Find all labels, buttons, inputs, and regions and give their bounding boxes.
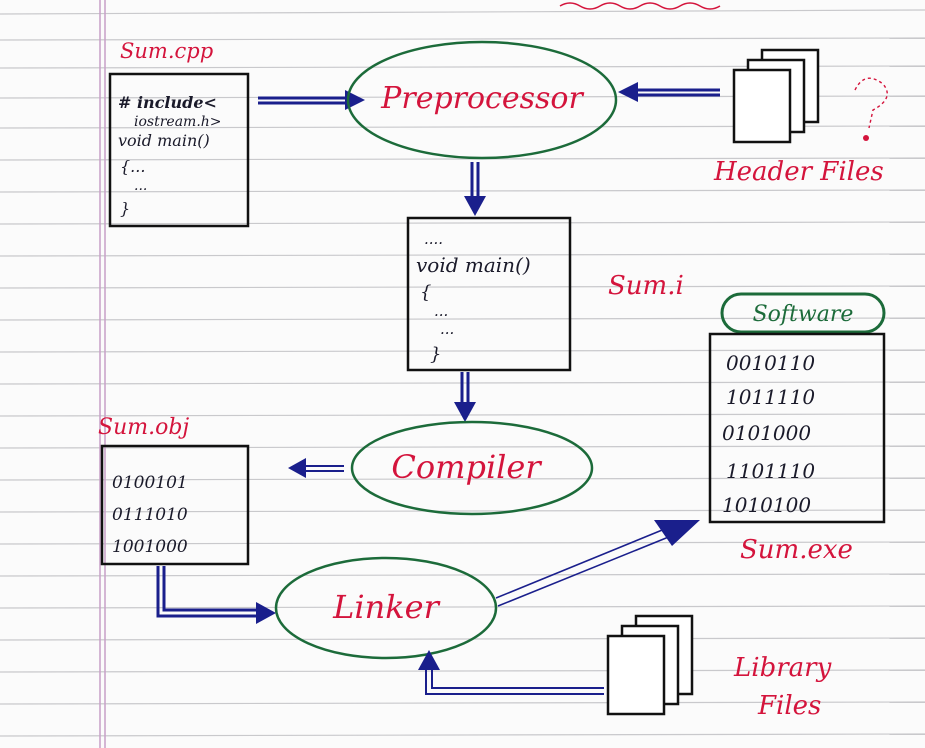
arrow-source-to-preprocessor bbox=[258, 96, 348, 105]
executable-file-label: Sum.exe bbox=[740, 535, 853, 565]
object-binary-line: 0100101 bbox=[112, 473, 188, 493]
compiler-node bbox=[350, 420, 594, 516]
source-code-line: void main() bbox=[118, 131, 210, 150]
intermediate-code-line: } bbox=[430, 344, 441, 365]
arrow-object-to-linker bbox=[156, 566, 258, 618]
executable-binary-line: 0010110 bbox=[726, 351, 815, 375]
arrowhead bbox=[345, 90, 365, 110]
object-file-box bbox=[100, 444, 250, 566]
arrowhead bbox=[454, 402, 476, 422]
arrowhead bbox=[288, 458, 306, 478]
source-code-line: ... bbox=[134, 178, 147, 194]
intermediate-code-line: void main() bbox=[416, 253, 531, 277]
preprocessor-node bbox=[346, 40, 618, 160]
arrowhead bbox=[618, 82, 638, 102]
library-files-stack bbox=[606, 614, 694, 716]
intermediate-code-line: { bbox=[420, 282, 431, 303]
source-code-line: # include< bbox=[118, 93, 217, 112]
intermediate-file-label: Sum.i bbox=[608, 271, 684, 301]
header-files-label: Header Files bbox=[713, 157, 884, 187]
arrowhead bbox=[418, 650, 440, 670]
source-file-label: Sum.cpp bbox=[120, 39, 213, 63]
arrow-intermediate-to-compiler bbox=[460, 372, 470, 404]
arrowhead bbox=[464, 196, 486, 216]
software-tag bbox=[720, 292, 886, 334]
arrow-library-to-linker bbox=[425, 668, 604, 695]
question-dot bbox=[863, 135, 869, 141]
linker-node bbox=[274, 556, 498, 660]
source-code-line: } bbox=[120, 199, 130, 218]
arrow-preprocessor-to-intermediate bbox=[470, 162, 480, 198]
executable-file-box bbox=[708, 332, 886, 524]
object-binary-line: 0111010 bbox=[112, 505, 188, 525]
executable-binary-line: 1101110 bbox=[726, 459, 815, 483]
executable-binary-line: 1010100 bbox=[722, 493, 811, 517]
arrow-compiler-to-object bbox=[304, 465, 344, 472]
arrow-headers-to-preprocessor bbox=[636, 88, 720, 97]
intermediate-file-box bbox=[406, 216, 572, 372]
library-files-label-line1: Library bbox=[733, 653, 832, 683]
arrow-linker-to-executable bbox=[495, 525, 677, 607]
intermediate-code-line: ... bbox=[434, 302, 448, 320]
software-tag-label: Software bbox=[753, 302, 854, 327]
source-file-box bbox=[108, 72, 250, 228]
arrowhead bbox=[654, 520, 700, 546]
arrowhead bbox=[256, 602, 276, 624]
executable-binary-line: 0101000 bbox=[722, 421, 811, 445]
intermediate-code-line: .... bbox=[424, 230, 443, 248]
library-files-label-line2: Files bbox=[757, 691, 821, 721]
margin-line bbox=[99, 0, 106, 748]
source-code-line: {... bbox=[120, 157, 145, 176]
top-scribble bbox=[559, 2, 721, 10]
linker-label: Linker bbox=[332, 588, 440, 626]
object-binary-line: 1001000 bbox=[112, 537, 188, 557]
compiler-label: Compiler bbox=[391, 448, 542, 486]
source-code-line: iostream.h> bbox=[134, 114, 222, 130]
executable-binary-line: 1011110 bbox=[726, 385, 815, 409]
header-files-stack bbox=[732, 48, 820, 144]
question-scribble bbox=[854, 77, 888, 129]
object-file-label: Sum.obj bbox=[98, 415, 189, 440]
preprocessor-label: Preprocessor bbox=[380, 81, 584, 116]
intermediate-code-line: ... bbox=[440, 320, 454, 338]
